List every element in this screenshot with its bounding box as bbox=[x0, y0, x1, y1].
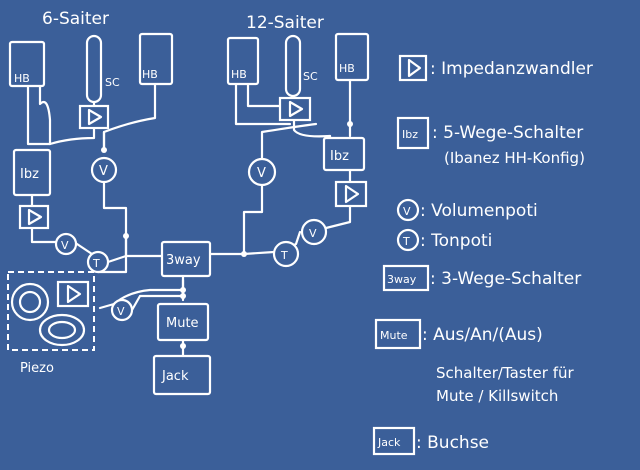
svg-text:Ibz: Ibz bbox=[330, 149, 349, 164]
svg-text:V: V bbox=[117, 305, 125, 318]
volume-pot-twelve: V bbox=[300, 218, 328, 246]
volume-pot-piezo: V bbox=[110, 298, 134, 322]
svg-text:HB: HB bbox=[231, 68, 247, 81]
svg-text:(Ibanez HH-Konfig): (Ibanez HH-Konfig) bbox=[444, 149, 585, 167]
svg-text:V: V bbox=[309, 227, 317, 240]
volume-pot-sc-twelve: V bbox=[247, 157, 277, 187]
svg-text:T: T bbox=[92, 257, 100, 270]
pickup-hb-six-neck: HB bbox=[8, 40, 46, 88]
pickup-hb-twelve-bridge: HB bbox=[334, 32, 370, 82]
volume-pot-six: V bbox=[54, 232, 78, 256]
legend-tone-pot: T : Tonpoti bbox=[396, 228, 492, 252]
piezo-label: Piezo bbox=[20, 361, 54, 376]
svg-text:SC: SC bbox=[105, 76, 120, 89]
pickup-sc-twelve: SC bbox=[284, 34, 318, 98]
ibz-switch-six: Ibz bbox=[12, 148, 52, 197]
svg-text:: Tonpoti: : Tonpoti bbox=[420, 231, 492, 251]
svg-text:V: V bbox=[61, 239, 69, 252]
svg-text:SC: SC bbox=[303, 70, 318, 83]
svg-text:: Impedanzwandler: : Impedanzwandler bbox=[430, 59, 593, 79]
twelve-string-wiring bbox=[208, 76, 352, 256]
pickup-hb-six-bridge: HB bbox=[138, 32, 174, 86]
pickup-hb-twelve-neck: HB bbox=[226, 36, 260, 86]
svg-text:3way: 3way bbox=[166, 253, 201, 268]
svg-text:Ibz: Ibz bbox=[402, 128, 418, 141]
junction-dots bbox=[101, 121, 353, 349]
pickup-sc-six: SC bbox=[85, 34, 120, 104]
svg-text:HB: HB bbox=[142, 68, 158, 81]
legend-three-way-switch: 3way : 3-Wege-Schalter bbox=[382, 264, 581, 292]
twelve-string-title: 12-Saiter bbox=[246, 13, 324, 33]
svg-text:HB: HB bbox=[14, 72, 30, 85]
svg-text:Mute: Mute bbox=[166, 316, 199, 331]
svg-text:T: T bbox=[402, 235, 410, 248]
buffer-sc-twelve bbox=[278, 96, 312, 122]
svg-text:3way: 3way bbox=[387, 273, 417, 286]
tone-pot-twelve: T bbox=[272, 240, 300, 268]
legend-impedance-converter: : Impedanzwandler bbox=[398, 54, 593, 82]
svg-text:V: V bbox=[403, 205, 411, 218]
buffer-twelve-main bbox=[334, 180, 368, 208]
legend-ibz-switch: Ibz : 5-Wege-Schalter (Ibanez HH-Konfig) bbox=[396, 116, 585, 167]
mute-switch: Mute bbox=[156, 302, 210, 342]
svg-text:T: T bbox=[280, 249, 288, 262]
buffer-six-main bbox=[18, 204, 50, 230]
three-way-switch: 3way bbox=[160, 240, 212, 278]
svg-text:Schalter/Taster für: Schalter/Taster für bbox=[436, 364, 574, 382]
tone-pot-six: T bbox=[86, 250, 110, 274]
buffer-piezo bbox=[56, 280, 90, 308]
svg-text:Ibz: Ibz bbox=[20, 167, 39, 182]
svg-text:HB: HB bbox=[339, 62, 355, 75]
legend: : Impedanzwandler Ibz : 5-Wege-Schalter … bbox=[372, 54, 593, 456]
svg-text:V: V bbox=[99, 164, 108, 179]
svg-text:Jack: Jack bbox=[161, 369, 189, 384]
svg-text:Mute: Mute bbox=[380, 329, 408, 342]
svg-text:: 5-Wege-Schalter: : 5-Wege-Schalter bbox=[432, 123, 583, 143]
svg-text:Jack: Jack bbox=[377, 436, 401, 449]
svg-text:: Volumenpoti: : Volumenpoti bbox=[420, 201, 538, 221]
six-string-title: 6-Saiter bbox=[42, 9, 109, 29]
legend-volume-pot: V : Volumenpoti bbox=[396, 198, 538, 222]
output-jack: Jack bbox=[152, 354, 212, 396]
volume-pot-sc-six: V bbox=[90, 156, 118, 184]
svg-text:: 3-Wege-Schalter: : 3-Wege-Schalter bbox=[430, 269, 581, 289]
ibz-switch-twelve: Ibz bbox=[322, 136, 366, 172]
svg-text:V: V bbox=[257, 166, 266, 181]
svg-text:Mute / Killswitch: Mute / Killswitch bbox=[436, 387, 558, 405]
legend-jack: Jack : Buchse bbox=[372, 426, 489, 456]
buffer-sc-six bbox=[78, 104, 110, 130]
legend-mute-switch: Mute : Aus/An/(Aus) Schalter/Taster für … bbox=[374, 318, 574, 405]
svg-text:: Buchse: : Buchse bbox=[416, 433, 489, 453]
svg-text:: Aus/An/(Aus): : Aus/An/(Aus) bbox=[422, 325, 543, 345]
piezo-pickup: Piezo bbox=[7, 271, 95, 376]
